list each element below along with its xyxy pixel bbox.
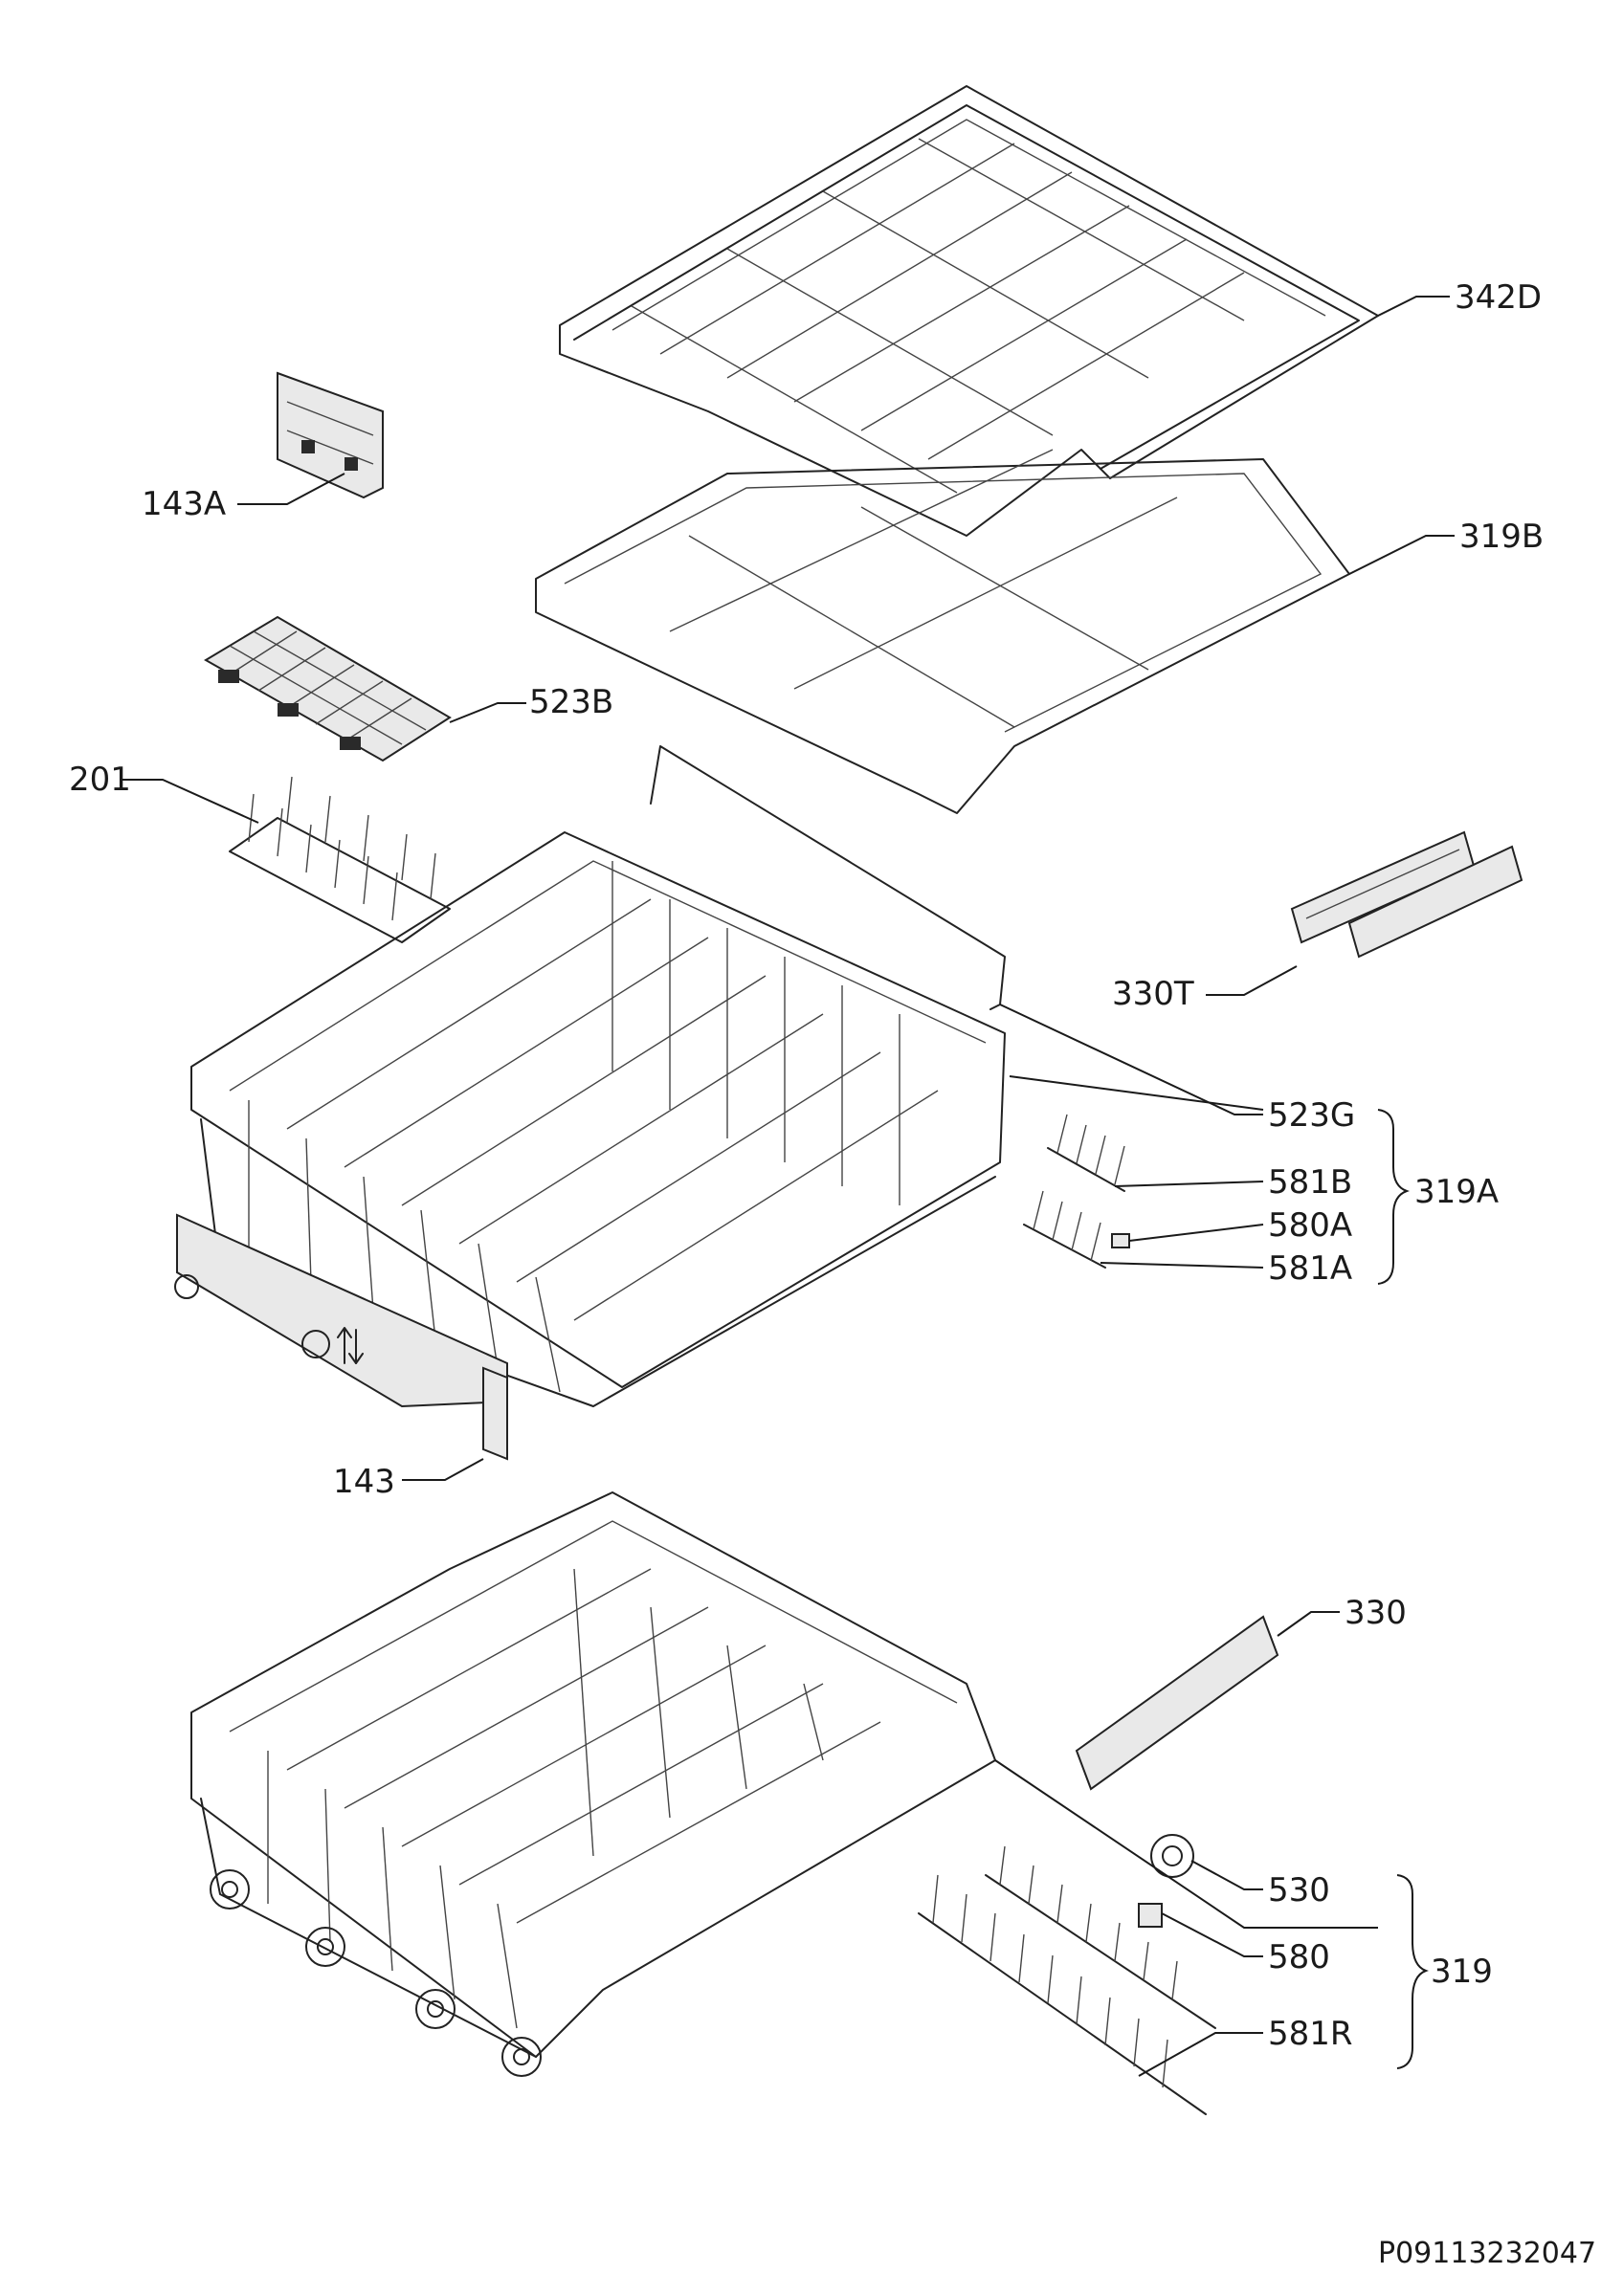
label-523B: 523B xyxy=(529,683,613,721)
label-319: 319 xyxy=(1431,1953,1493,1991)
handle-wire-523G xyxy=(650,745,1006,1010)
label-581R: 581R xyxy=(1268,2015,1353,2053)
label-319B: 319B xyxy=(1459,518,1544,556)
label-580: 580 xyxy=(1268,1938,1330,1976)
frame-319B xyxy=(535,449,1350,814)
wheel-530 xyxy=(1150,1834,1194,1878)
label-342D: 342D xyxy=(1455,278,1542,317)
tines-201 xyxy=(229,776,451,943)
parts-581-580-upper xyxy=(1023,1114,1130,1269)
label-581A: 581A xyxy=(1268,1249,1352,1288)
label-319A: 319A xyxy=(1414,1173,1499,1211)
side-rail-143 xyxy=(174,1213,508,1461)
drawing-code: P09113232047 xyxy=(1378,2237,1596,2270)
label-581B: 581B xyxy=(1268,1163,1352,1202)
label-143A: 143A xyxy=(142,485,226,523)
clip-143A xyxy=(277,371,384,499)
label-201: 201 xyxy=(69,761,131,799)
clip-580 xyxy=(1138,1903,1163,1928)
tine-row-581R xyxy=(918,1845,1216,2115)
label-330: 330 xyxy=(1345,1594,1407,1632)
brace-319 xyxy=(1396,1874,1429,2069)
label-330T: 330T xyxy=(1112,975,1194,1013)
end-strip-330 xyxy=(1075,1615,1279,1791)
cutlery-tray-342D xyxy=(559,85,1379,537)
brace-319A xyxy=(1377,1109,1410,1285)
label-580A: 580A xyxy=(1268,1206,1352,1245)
label-523G: 523G xyxy=(1268,1096,1355,1135)
end-cap-330T xyxy=(1290,830,1523,959)
label-530: 530 xyxy=(1268,1871,1330,1910)
grid-insert-523B xyxy=(204,615,452,762)
lower-basket-319 xyxy=(190,1491,996,2077)
leader-lines xyxy=(120,296,1455,2077)
label-143: 143 xyxy=(333,1463,395,1501)
